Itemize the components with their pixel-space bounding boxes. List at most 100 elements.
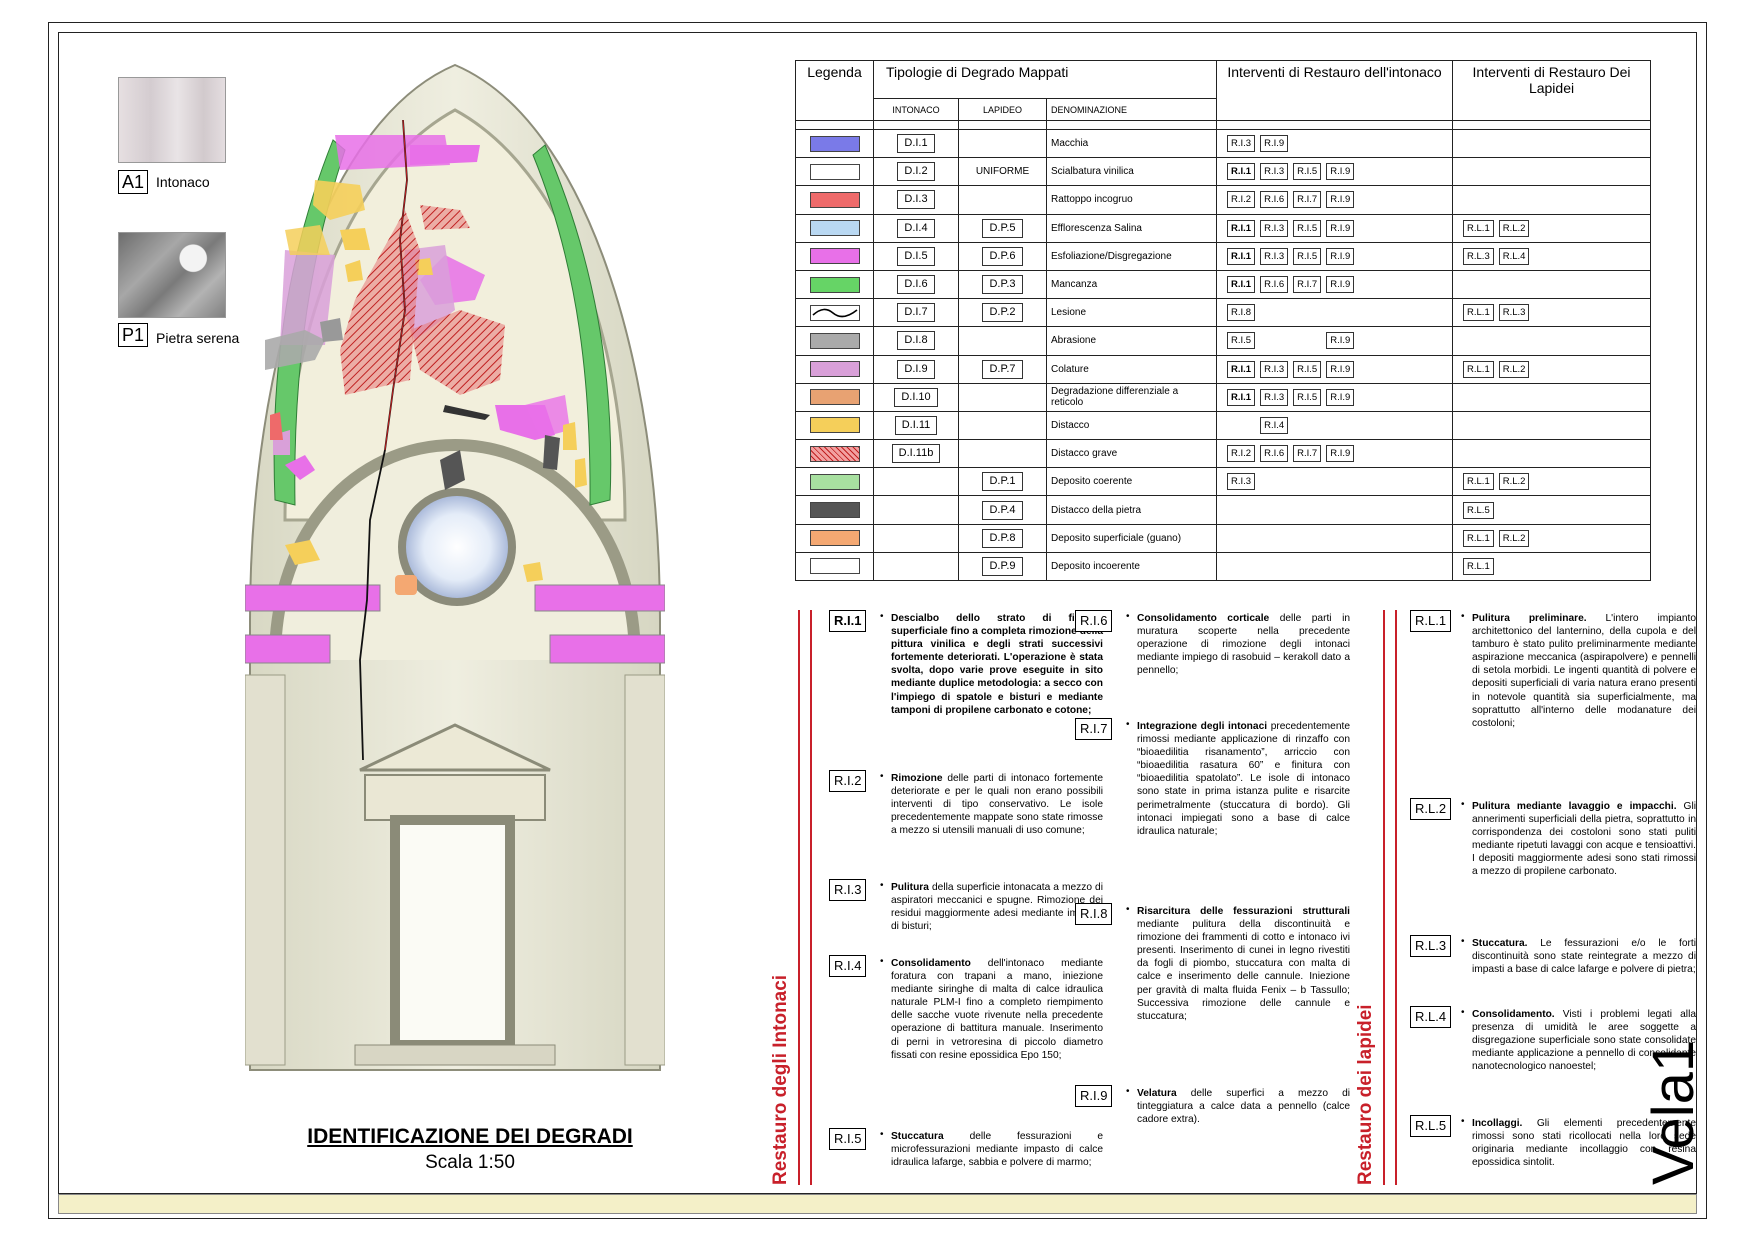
- procedure-description-rl4: Consolidamento. Visti i problemi legati …: [1472, 1008, 1696, 1073]
- degrado-code-tag: D.P.9: [982, 556, 1023, 576]
- procedure-code-ri7: R.I.7: [1075, 718, 1113, 740]
- intervention-tag: R.I.3: [1260, 247, 1289, 265]
- legend-lapideo-code: [958, 410, 1047, 441]
- legend-swatch-cell: [795, 410, 874, 441]
- red-divider-4: [1395, 610, 1397, 1185]
- intervention-tag: R.I.5: [1293, 360, 1322, 378]
- legend-swatch: [809, 389, 860, 406]
- procedure-description-ri8: Risarcitura delle fessurazioni struttura…: [1137, 905, 1350, 1023]
- legend-denominazione: Efflorescenza Salina: [1045, 213, 1218, 243]
- intervention-tag: R.I.6: [1260, 276, 1289, 294]
- legend-intonaco-code: [873, 551, 959, 582]
- intervention-tag: R.I.1: [1227, 219, 1256, 237]
- bullet-icon: •: [880, 880, 884, 891]
- legend-lapideo-code: D.P.9: [958, 551, 1047, 582]
- procedure-title: Incollaggi.: [1472, 1118, 1523, 1129]
- legend-swatch: [809, 530, 860, 547]
- inner-frame: [58, 32, 1697, 1194]
- degrado-code-tag: D.I.6: [897, 275, 935, 295]
- procedure-text: dell'intonaco mediante foratura con trap…: [891, 958, 1103, 1061]
- procedure-code-rl1: R.L.1: [1410, 610, 1452, 632]
- procedure-text: Gli elementi precedentemente rimossi son…: [1472, 1118, 1696, 1169]
- material-name-a1: Intonaco: [156, 174, 210, 190]
- intervention-tag: R.I.9: [1260, 135, 1289, 153]
- bullet-icon: •: [1461, 1007, 1465, 1018]
- sheet-label: Vela1: [1641, 1039, 1706, 1185]
- legend-denominazione: Lesione: [1045, 298, 1218, 328]
- intervention-tag: R.I.7: [1293, 191, 1322, 209]
- procedure-text: mediante pulitura della discontinuità e …: [1137, 919, 1350, 1022]
- intonaco-texture: [118, 77, 226, 163]
- subheader-intonaco: INTONACO: [873, 98, 959, 121]
- legend-intonaco-code: D.I.10: [873, 382, 959, 412]
- procedure-description-rl3: Stuccatura. Le fessurazioni e/o le forti…: [1472, 937, 1696, 976]
- legend-intonaco-code: D.I.1: [873, 128, 959, 159]
- legend-denominazione: Deposito incoerente: [1045, 551, 1218, 582]
- intervention-tag: R.I.9: [1326, 332, 1355, 350]
- intervention-tag: R.I.6: [1260, 191, 1289, 209]
- procedure-title: Rimozione: [891, 773, 943, 784]
- legend-lapideo-code: D.P.4: [958, 495, 1047, 525]
- legend-swatch: [809, 191, 860, 208]
- legend-swatch: [809, 332, 860, 349]
- degrado-code-tag: D.I.11: [894, 415, 938, 435]
- procedure-text: delle superfici a mezzo di tinteggiatura…: [1137, 1088, 1350, 1126]
- degrado-code-tag: D.I.2: [897, 162, 935, 182]
- procedure-description-ri6: Consolidamento corticale delle parti in …: [1137, 612, 1350, 677]
- procedure-text: Gli annerimenti superficiali della pietr…: [1472, 801, 1696, 878]
- legend-rl-interventions: [1452, 185, 1652, 215]
- intervention-tag: R.I.7: [1293, 445, 1322, 463]
- degrado-code-tag: D.I.9: [897, 359, 935, 379]
- legend-ri-interventions: R.I.8: [1216, 298, 1454, 328]
- intervention-tag: R.I.1: [1227, 247, 1256, 265]
- intervention-tag: R.L.1: [1463, 304, 1494, 322]
- legend-swatch: [809, 417, 860, 434]
- legend-swatch-cell: [795, 213, 874, 243]
- degrado-code-tag: D.I.10: [894, 387, 938, 407]
- section-label-lapidei: Restauro dei lapidei: [1355, 1004, 1376, 1185]
- intervention-tag: R.I.6: [1260, 445, 1289, 463]
- procedure-description-rl5: Incollaggi. Gli elementi precedentemente…: [1472, 1117, 1696, 1169]
- legend-intonaco-code: [873, 495, 959, 525]
- procedure-description-ri4: Consolidamento dell'intonaco mediante fo…: [891, 957, 1103, 1062]
- legend-swatch-cell: [795, 128, 874, 159]
- procedure-text: L'intero impianto architettonico del lan…: [1472, 613, 1697, 729]
- legend-swatch: [809, 276, 860, 293]
- degrado-code-tag: D.I.3: [897, 190, 935, 210]
- legend-swatch-cell: [795, 382, 874, 412]
- procedure-title: Velatura: [1137, 1088, 1177, 1099]
- legend-rl-interventions: [1452, 128, 1652, 159]
- degrado-code-tag: D.P.3: [982, 275, 1023, 295]
- bullet-icon: •: [1126, 611, 1130, 622]
- procedure-code-ri3: R.I.3: [829, 879, 867, 901]
- legend-denominazione: Distacco della pietra: [1045, 495, 1218, 525]
- legend-lapideo-code: D.P.8: [958, 523, 1047, 553]
- bullet-icon: •: [880, 771, 884, 782]
- legend-ri-interventions: [1216, 523, 1454, 553]
- intervention-tag: R.I.3: [1260, 388, 1289, 406]
- bullet-icon: •: [1126, 1086, 1130, 1097]
- legend-lapideo-code: D.P.6: [958, 241, 1047, 271]
- degradation-legend-table: Legenda Tipologie di Degrado Mappati Int…: [795, 60, 1652, 582]
- procedure-title: Integrazione degli intonaci: [1137, 721, 1268, 732]
- degrado-code-tag: D.I.5: [897, 246, 935, 266]
- intervention-tag: R.I.5: [1293, 388, 1322, 406]
- intervention-tag: R.I.9: [1326, 360, 1355, 378]
- legend-intonaco-code: [873, 523, 959, 553]
- procedure-code-ri5: R.I.5: [829, 1128, 867, 1150]
- legend-denominazione: Distacco grave: [1045, 439, 1218, 469]
- legend-rl-interventions: [1452, 326, 1652, 356]
- intervention-tag: R.I.5: [1293, 219, 1322, 237]
- procedure-title: Consolidamento.: [1472, 1009, 1555, 1020]
- intervention-tag: R.I.5: [1227, 332, 1256, 350]
- intervention-tag: R.I.9: [1326, 445, 1355, 463]
